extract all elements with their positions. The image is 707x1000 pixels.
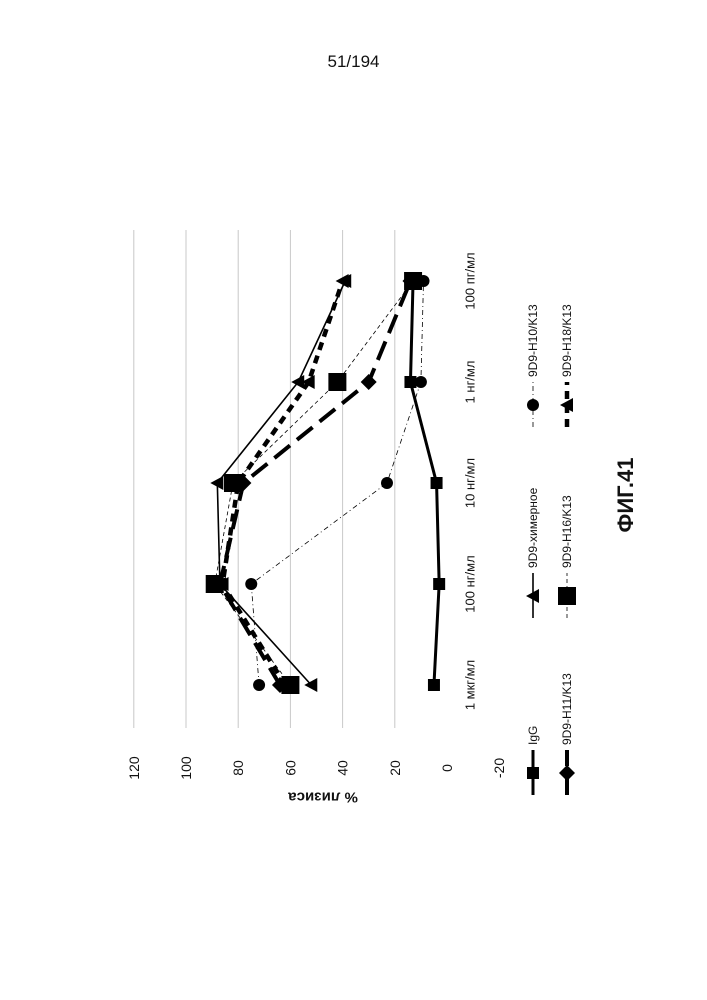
- y-tick-label: 80: [230, 760, 246, 776]
- y-tick-label: 100: [178, 756, 194, 780]
- series-line: [251, 281, 423, 685]
- legend-marker: [527, 399, 539, 411]
- data-point: [361, 374, 377, 390]
- legend-entry: 9D9-H18/K13: [560, 304, 574, 427]
- legend-entry: 9D9-H11/K13: [559, 673, 575, 795]
- data-point: [245, 578, 257, 590]
- data-point: [404, 272, 422, 290]
- y-tick-label: -20: [491, 758, 507, 778]
- legend-label: 9D9-H10/K13: [526, 304, 540, 377]
- legend-label: 9D9-H18/K13: [560, 304, 574, 377]
- legend-entry: 9D9-H16/K13: [558, 495, 576, 618]
- legend-label: IgG: [526, 726, 540, 745]
- data-point: [415, 376, 427, 388]
- legend-marker: [559, 765, 575, 781]
- data-point: [328, 373, 346, 391]
- category-label: 100 нг/мл: [463, 555, 478, 612]
- category-label: 10 нг/мл: [463, 458, 478, 508]
- legend-entry: IgG: [526, 726, 540, 795]
- data-point: [433, 578, 445, 590]
- data-point: [431, 477, 443, 489]
- category-label: 1 нг/мл: [463, 361, 478, 404]
- data-point: [253, 679, 265, 691]
- category-label: 1 мкг/мл: [463, 660, 478, 710]
- legend-entry: 9D9-химерное: [526, 487, 540, 618]
- legend-label: 9D9-химерное: [526, 487, 540, 568]
- y-tick-label: 20: [387, 760, 403, 776]
- legend-label: 9D9-H16/K13: [560, 495, 574, 568]
- category-labels: 1 мкг/мл 100 нг/мл 10 нг/мл 1 нг/мл 100 пг/м…: [463, 252, 478, 710]
- y-tick-label: 0: [439, 764, 455, 772]
- y-tick-labels: 120 100 80 60 40 20 0 -20: [126, 756, 507, 780]
- legend-marker: [558, 587, 576, 605]
- legend-marker: [527, 767, 539, 779]
- legend-label: 9D9-H11/K13: [560, 673, 574, 745]
- series-2: [245, 275, 429, 691]
- series-lines: [206, 272, 445, 694]
- y-tick-label: 60: [282, 760, 298, 776]
- legend: IgG 9D9-H11/K13 9D9-химерное 9D9-H16/K13 9D9…: [526, 304, 576, 795]
- y-tick-label: 40: [335, 760, 351, 776]
- data-point: [404, 376, 416, 388]
- data-point: [381, 477, 393, 489]
- series-5: [216, 274, 349, 692]
- series-0: [404, 275, 445, 691]
- gridlines: [134, 230, 395, 728]
- y-tick-label: 120: [126, 756, 142, 780]
- legend-entry: 9D9-H10/K13: [526, 304, 540, 427]
- data-point: [428, 679, 440, 691]
- figure-caption: ФИГ.41: [613, 458, 639, 533]
- y-axis-label-group: % лизиса: [287, 789, 357, 806]
- category-label: 100 пг/мл: [463, 252, 478, 309]
- y-axis-label: % лизиса: [287, 789, 357, 806]
